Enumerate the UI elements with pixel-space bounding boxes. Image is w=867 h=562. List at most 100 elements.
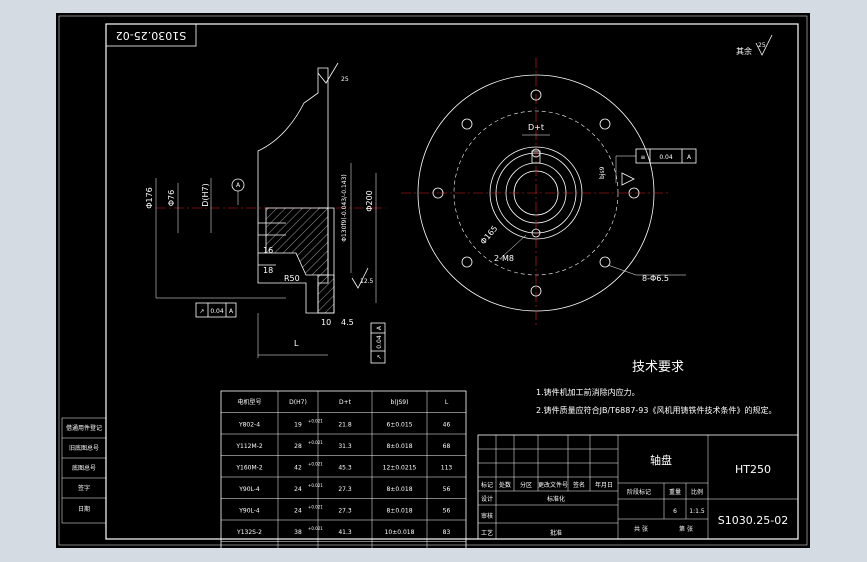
tb-zone: 分区 xyxy=(520,481,532,489)
tb-part-name: 轴盘 xyxy=(650,453,672,467)
hub-outline xyxy=(257,67,329,314)
table-cell-tolerance: +0.021 xyxy=(308,526,323,531)
tb-stage: 阶段标记 xyxy=(627,488,651,496)
table-cell: 113 xyxy=(441,464,453,471)
table-cell: 38 xyxy=(294,529,302,536)
dim-d176: Φ176 xyxy=(145,187,154,209)
tb-sign: 签名 xyxy=(573,481,585,489)
roughness-mark-b-icon xyxy=(351,267,369,289)
tb-sheet-no: 第 张 xyxy=(679,525,693,533)
table-cell: Y160M-2 xyxy=(235,464,262,471)
dim-45: 4.5 xyxy=(341,318,354,327)
table-cell: 24 xyxy=(294,507,302,514)
runout-tolerance-frame-2: ↗ 0.04 A xyxy=(370,322,386,364)
table-cell: 56 xyxy=(443,486,451,493)
side-label-3: 签字 xyxy=(78,484,90,492)
tb-material: HT250 xyxy=(735,463,771,476)
dim-tap: 2-M8 xyxy=(494,254,514,263)
dim-r50: R50 xyxy=(284,274,300,283)
side-label-4: 日期 xyxy=(78,505,90,513)
tap-hole-top xyxy=(531,148,541,158)
dim-dH7: D(H7) xyxy=(201,183,210,207)
cad-viewport[interactable]: S1030.25-02 其余 25 借通用件登记 旧底图总号 底图总号 签字 日… xyxy=(56,13,810,548)
roughness-b: 12.5 xyxy=(360,278,374,285)
engineering-drawing: S1030.25-02 其余 25 借通用件登记 旧底图总号 底图总号 签字 日… xyxy=(56,13,810,548)
inner-frame xyxy=(105,23,799,540)
tb-count: 处数 xyxy=(499,481,511,489)
side-label-0: 借通用件登记 xyxy=(66,424,102,432)
tb-design: 设计 xyxy=(481,495,493,503)
side-label-1: 旧底图总号 xyxy=(69,444,99,452)
tap-hole-bottom xyxy=(531,228,541,238)
table-cell: 8±0.018 xyxy=(386,486,412,493)
table-cell: Y112M-2 xyxy=(235,443,262,450)
tech-requirements: 技术要求 1.铸件机加工前消除内应力。 2.铸件质量应符合JB/T6887-93… xyxy=(536,360,777,415)
table-cell: 27.3 xyxy=(338,486,352,493)
table-cell: Y90L-4 xyxy=(238,507,260,514)
table-cell: 19 xyxy=(294,421,302,428)
bolt-holes xyxy=(432,89,640,297)
tol-sym: ↗ xyxy=(199,308,204,315)
tb-standardize: 标准化 xyxy=(547,495,565,503)
table-cell: 8±0.018 xyxy=(386,507,412,514)
stamp-text: S1030.25-02 xyxy=(116,29,186,42)
table-cell: 31.3 xyxy=(338,443,352,450)
drawing-background xyxy=(56,13,810,548)
dim-d200: Φ200 xyxy=(365,190,374,212)
tb-review: 审核 xyxy=(481,512,493,520)
table-cell: 21.8 xyxy=(338,421,352,428)
tb-approve: 批准 xyxy=(550,529,562,537)
tb-date: 年月日 xyxy=(595,481,613,489)
table-header-cell: 电机型号 xyxy=(237,398,261,406)
datum-a-label: A xyxy=(236,182,241,189)
table-cell: 12±0.0215 xyxy=(383,464,417,471)
dim-18: 18 xyxy=(263,266,273,275)
table-header-cell: D(H7) xyxy=(289,399,307,406)
dim-16: 16 xyxy=(263,246,273,255)
tb-weight: 重量 xyxy=(669,488,681,496)
table-cell: 45.3 xyxy=(338,464,352,471)
table-cell: 24 xyxy=(294,486,302,493)
tech-item-1: 1.铸件机加工前消除内应力。 xyxy=(536,387,640,397)
tb-mark: 标记 xyxy=(481,481,493,489)
dim-L: L xyxy=(294,339,299,348)
dim-10: 10 xyxy=(321,318,331,327)
keyway xyxy=(531,150,541,164)
dim-keyway: D+t xyxy=(528,123,544,132)
table-header-cell: D+t xyxy=(339,399,352,406)
table-header-cell: b(JS9) xyxy=(391,399,409,406)
side-label-2: 底图总号 xyxy=(72,464,96,472)
symmetry-tolerance-frame: ≡ 0.04 A xyxy=(615,148,697,183)
sym-tol-sym: ≡ xyxy=(640,154,645,161)
plan-view: 2-M8 8-Φ6.5 Φ165 D+t bjs9 ≡ 0.04 A xyxy=(401,58,697,328)
table-cell-tolerance: +0.021 xyxy=(308,483,323,488)
table-cell: 6±0.015 xyxy=(386,421,412,428)
tol2-datum: A xyxy=(376,325,383,330)
table-header-cell: L xyxy=(445,399,449,406)
dim-b: bjs9 xyxy=(599,166,606,179)
roughness-symbol-icon xyxy=(755,34,773,56)
roughness-note: 其余 25 xyxy=(736,34,773,56)
table-cell: Y802-4 xyxy=(238,421,260,428)
arrow-icon xyxy=(621,172,635,186)
table-cell: 56 xyxy=(443,507,451,514)
spec-table: 电机型号 D(H7) D+t b(JS9) L Y802-4 19 +0.021 21.8 6±0… xyxy=(220,390,467,548)
flange-hatch xyxy=(317,274,335,314)
tol-datum: A xyxy=(229,308,234,315)
tb-drawing-no: S1030.25-02 xyxy=(718,514,788,527)
sym-tol-val: 0.04 xyxy=(659,154,673,161)
tb-qty: 6 xyxy=(673,508,677,515)
dim-d76: Φ76 xyxy=(167,190,176,206)
runout-tolerance-frame: ↗ 0.04 A xyxy=(195,302,237,318)
tech-item-2: 2.铸件质量应符合JB/T6887-93《风机用铸铁件技术条件》的规定。 xyxy=(536,405,777,415)
outer-frame xyxy=(58,15,808,546)
title-block: 标记 处数 分区 更改文件号 签名 年月日 设计 标准化 审核 工艺 批准 轴盘… xyxy=(477,434,799,540)
left-side-block: 借通用件登记 旧底图总号 底图总号 签字 日期 xyxy=(61,417,107,524)
sym-tol-datum: A xyxy=(687,154,692,161)
tol2-val: 0.04 xyxy=(376,335,383,349)
roughness-note-label: 其余 xyxy=(736,46,752,56)
table-cell-tolerance: +0.021 xyxy=(308,547,323,548)
table-cell: 8±0.018 xyxy=(386,443,412,450)
tech-title: 技术要求 xyxy=(632,360,684,375)
table-cell: Y90L-4 xyxy=(238,486,260,493)
